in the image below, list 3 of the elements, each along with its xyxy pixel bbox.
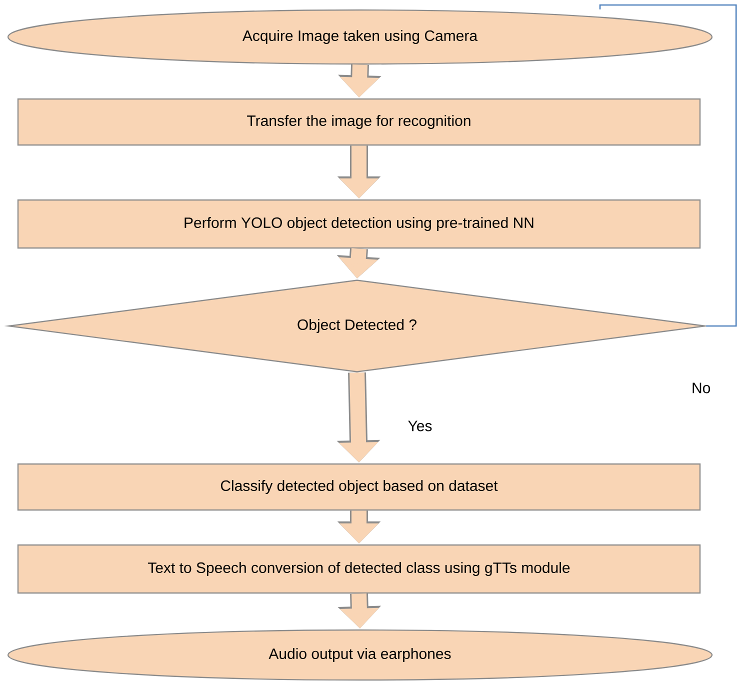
loop-connector xyxy=(599,4,737,327)
edge-label: No xyxy=(692,382,710,394)
edge-label: Yes xyxy=(408,420,432,432)
